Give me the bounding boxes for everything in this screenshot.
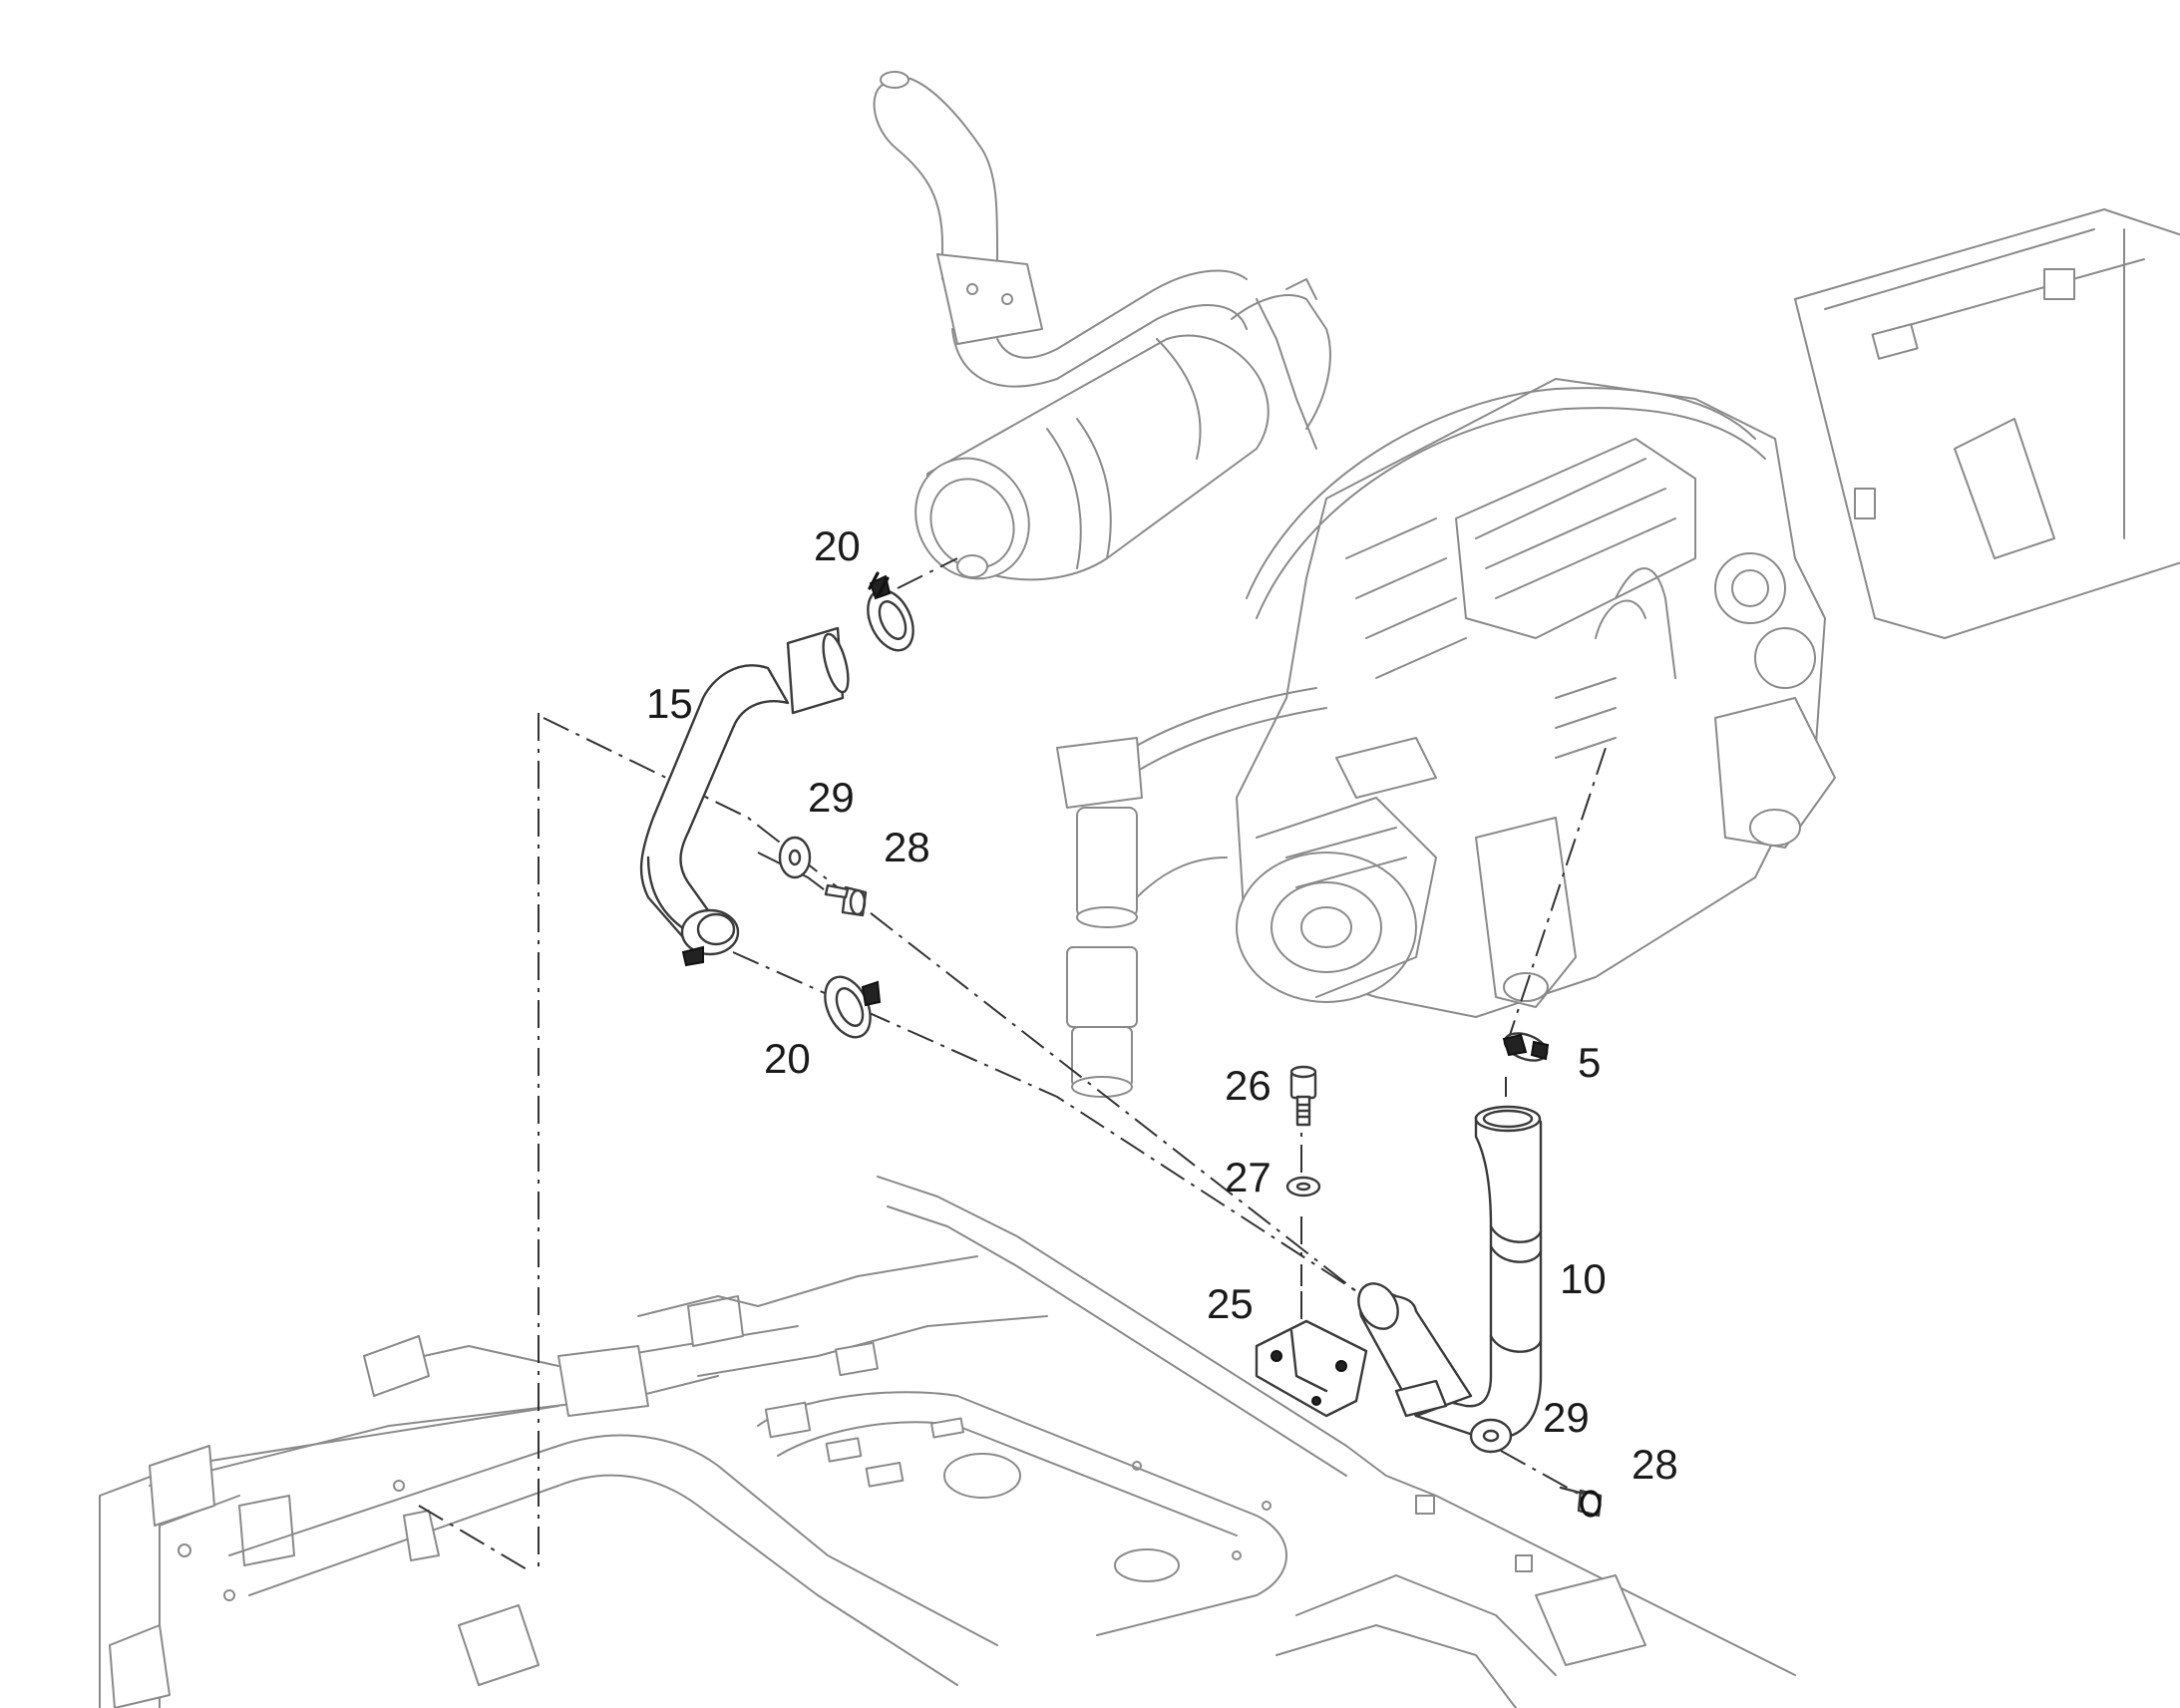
callout-10: 10 bbox=[1560, 1255, 1607, 1302]
part-20-clamp-top bbox=[867, 571, 914, 652]
callout-5: 5 bbox=[1578, 1039, 1601, 1086]
muffler-outlet bbox=[956, 554, 988, 578]
engine-mount-right bbox=[1714, 697, 1836, 849]
part-29-washer-right bbox=[1469, 1418, 1513, 1454]
part-27-washer bbox=[1285, 1176, 1321, 1197]
callout-15: 15 bbox=[646, 680, 693, 727]
filter-head bbox=[1056, 737, 1143, 809]
part-28-bolt-right bbox=[1559, 1486, 1603, 1518]
part-5-clamp bbox=[1502, 1032, 1550, 1062]
part-20-clamp-bottom bbox=[824, 975, 882, 1039]
floor-cutout-large bbox=[943, 1453, 1021, 1499]
part-10-air-pipe bbox=[1357, 1105, 1543, 1440]
tailpipe-end bbox=[880, 71, 909, 89]
pipe-bracket bbox=[936, 253, 1043, 345]
part-28-bolt-left bbox=[824, 883, 868, 917]
callout-20-bottom: 20 bbox=[764, 1035, 811, 1082]
floor-cutout-small bbox=[1114, 1548, 1180, 1582]
part-15-exhaust-pipe bbox=[639, 626, 850, 967]
engine-assembly bbox=[1056, 208, 2180, 1098]
callout-labels: 20 15 29 28 20 5 26 27 10 25 29 28 bbox=[646, 522, 1678, 1488]
oil-filter bbox=[1066, 946, 1138, 1028]
turbocharger bbox=[1714, 552, 1786, 624]
callout-27: 27 bbox=[1225, 1154, 1272, 1200]
callout-29-left: 29 bbox=[808, 774, 855, 821]
machine-chassis-frame bbox=[99, 1176, 1796, 1708]
valve-cover bbox=[1455, 438, 1696, 639]
callout-29-right: 29 bbox=[1543, 1394, 1590, 1441]
callout-28-right: 28 bbox=[1632, 1441, 1678, 1488]
part-26-screw bbox=[1289, 1065, 1317, 1127]
callout-25: 25 bbox=[1207, 1280, 1254, 1327]
engine-mount-front bbox=[1475, 817, 1577, 1008]
radiator-frame bbox=[1794, 208, 2180, 639]
part-29-washer-left bbox=[778, 836, 812, 879]
part-25-bracket bbox=[1255, 1319, 1368, 1418]
callout-28-left: 28 bbox=[884, 824, 930, 870]
exhaust-muffler-assembly bbox=[873, 71, 1331, 581]
callout-26: 26 bbox=[1225, 1062, 1272, 1109]
fuel-filter bbox=[1076, 807, 1138, 918]
flywheel-housing bbox=[1236, 852, 1417, 1003]
callout-20-top: 20 bbox=[814, 522, 861, 569]
